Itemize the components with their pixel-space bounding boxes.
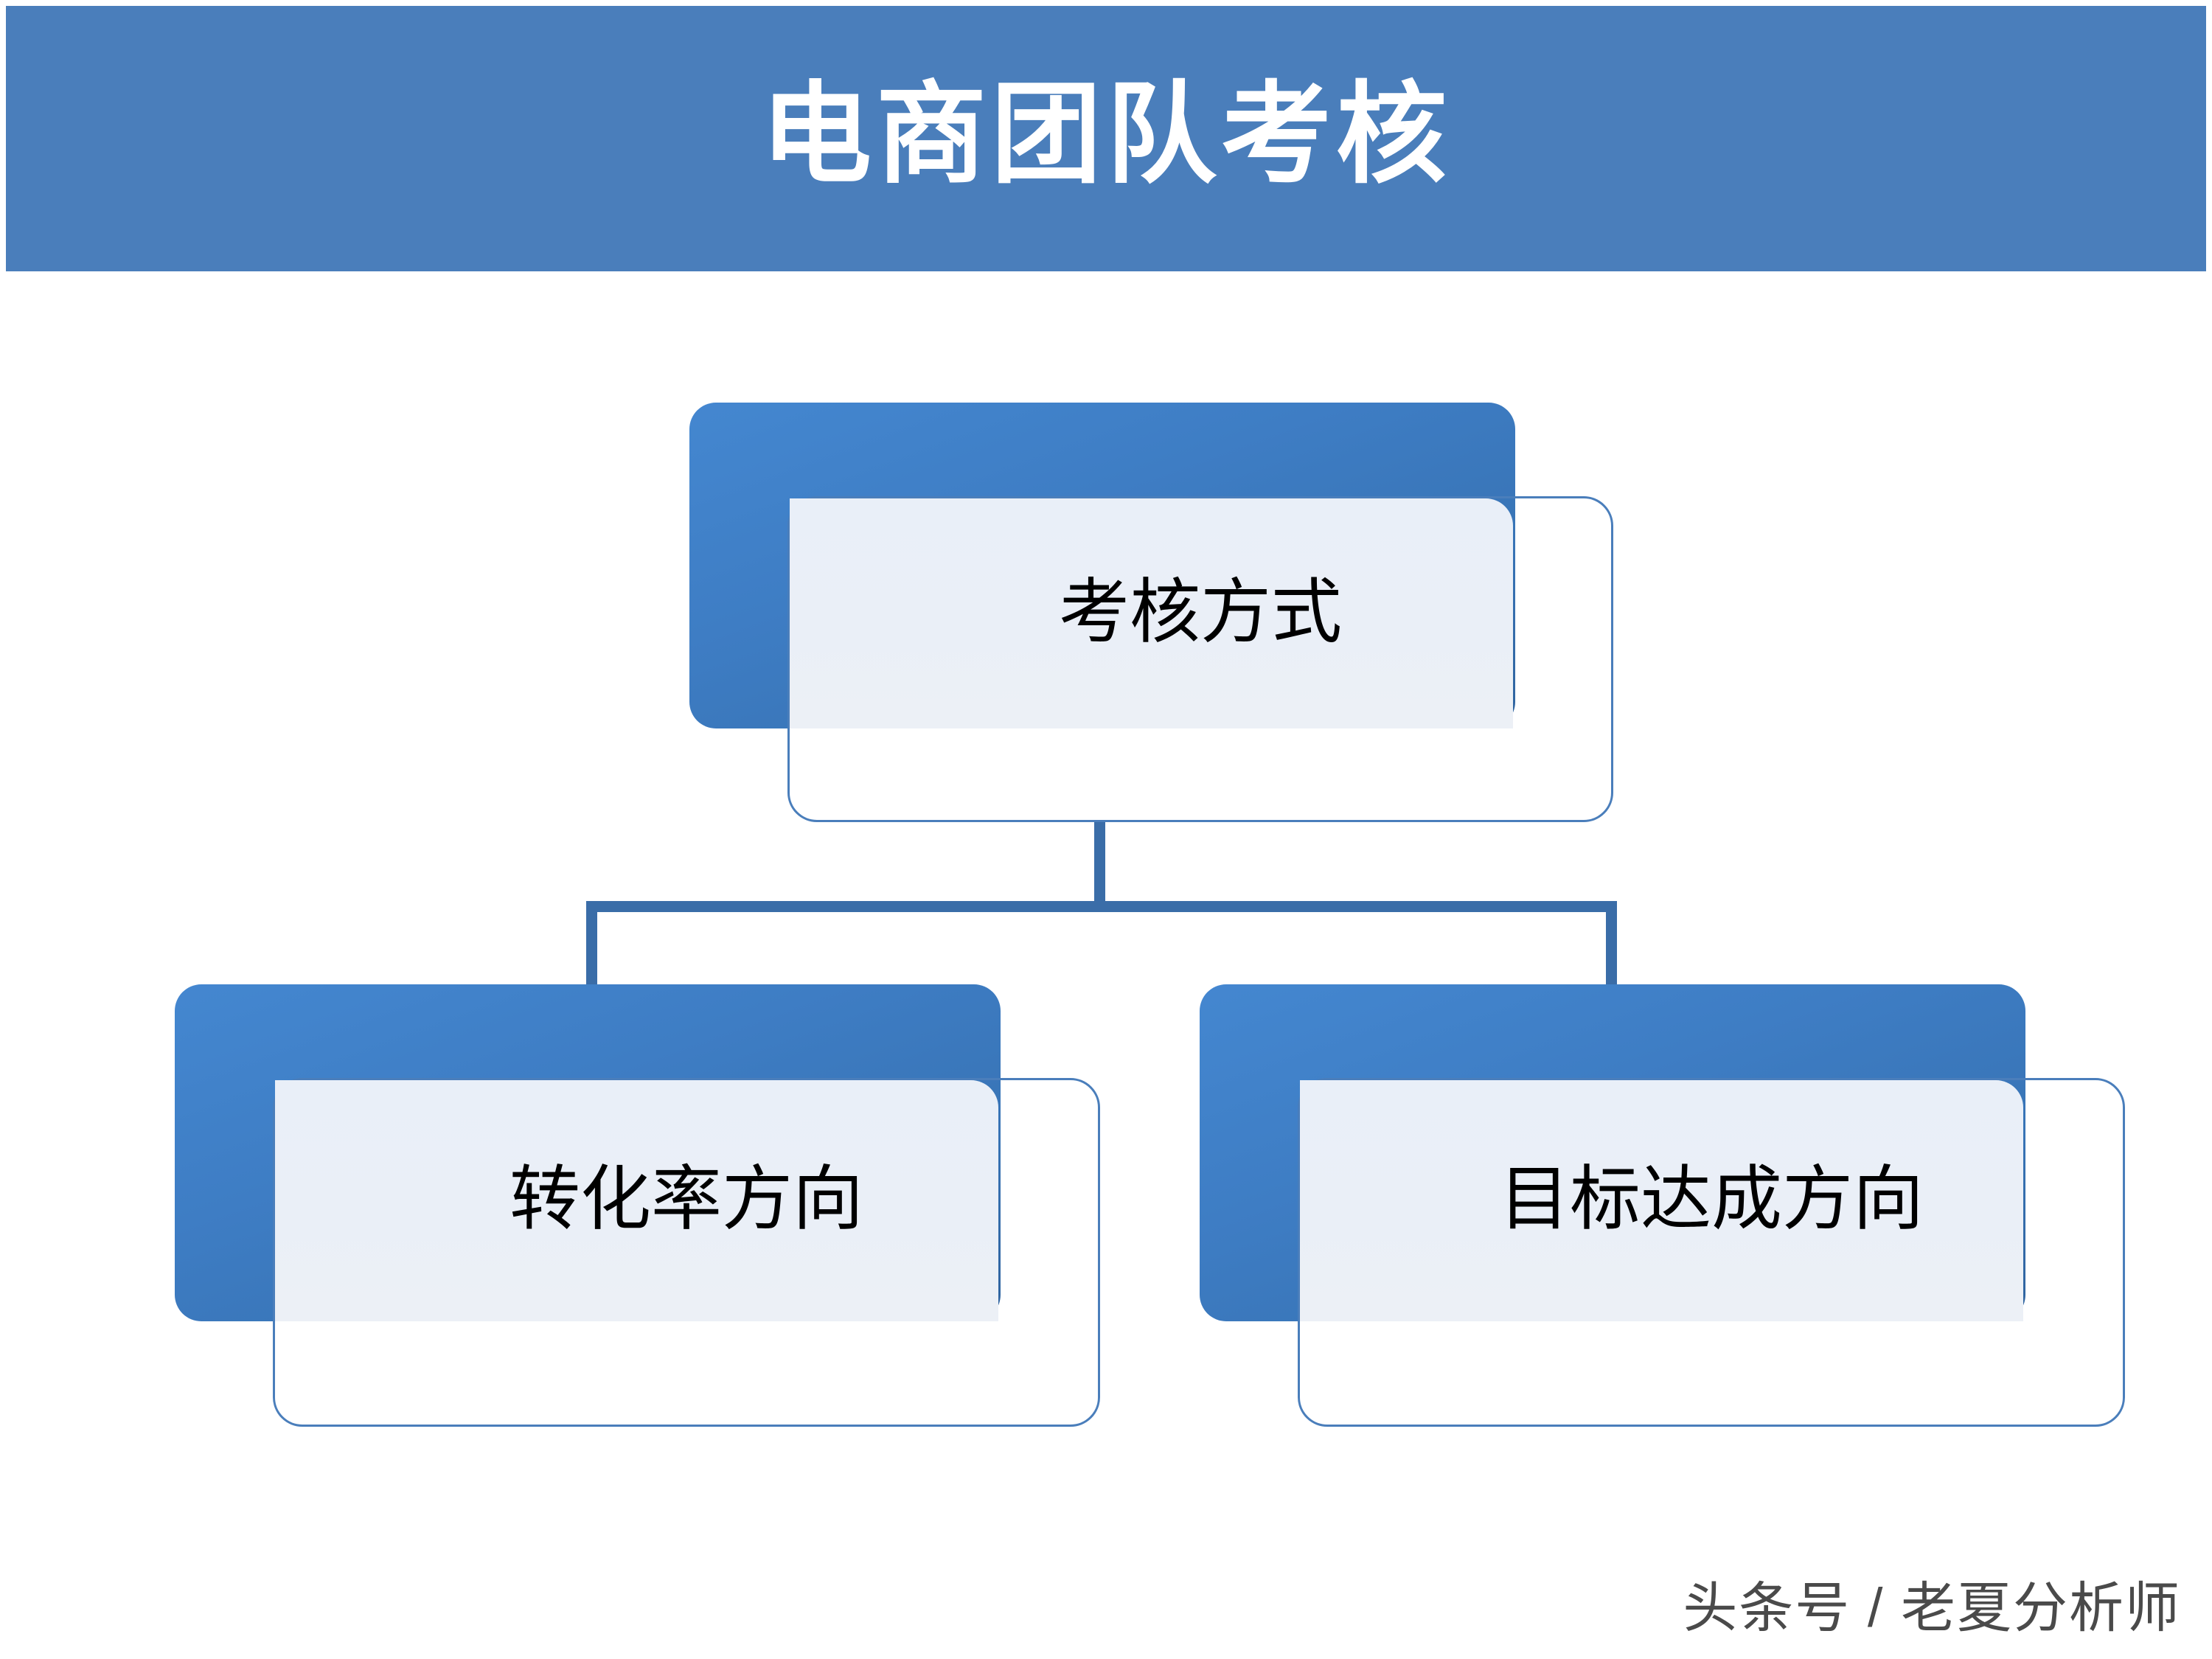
node-child-left-label: 转化率方向 <box>509 1160 863 1239</box>
node-root-card <box>787 496 1613 822</box>
connector-root-stem <box>1094 821 1105 908</box>
node-child-left[interactable]: 转化率方向 <box>175 984 1102 1429</box>
node-child-left-card <box>273 1078 1100 1427</box>
connector-drop-right <box>1606 901 1617 988</box>
node-child-right[interactable]: 目标达成方向 <box>1200 984 2127 1429</box>
node-child-right-label: 目标达成方向 <box>1499 1160 1924 1239</box>
connector-horizontal-bus <box>586 901 1617 912</box>
page-title: 电商团队考核 <box>760 72 1451 196</box>
watermark-attribution: 头条号 / 老夏分析师 <box>1683 1577 2181 1638</box>
connector-drop-left <box>586 901 597 988</box>
node-child-right-card <box>1298 1078 2125 1427</box>
node-root[interactable]: 考核方式 <box>689 403 1615 823</box>
title-banner: 电商团队考核 <box>6 6 2206 271</box>
node-root-label: 考核方式 <box>1059 572 1342 652</box>
